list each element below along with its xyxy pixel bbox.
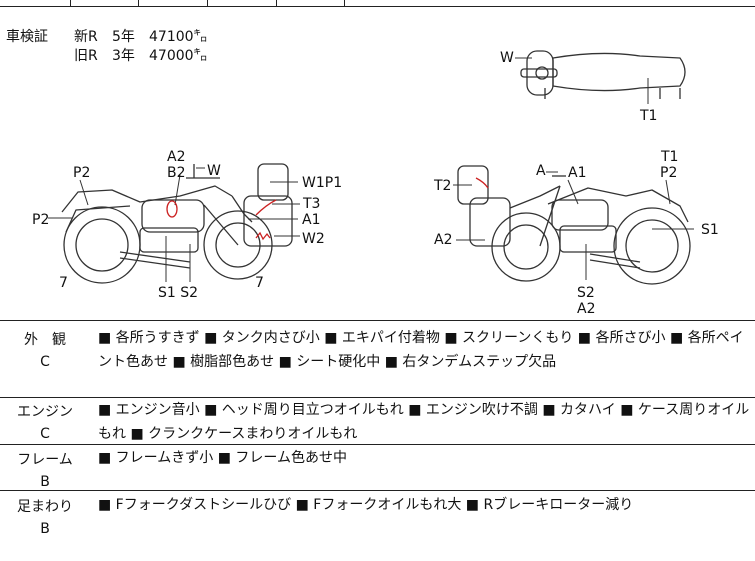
new-r-type: 新R	[74, 29, 98, 45]
label-t1-right: T1	[661, 149, 679, 165]
label-a2-left: A2	[167, 149, 186, 165]
damage-marks	[166, 177, 489, 241]
section-title: 外 観	[24, 332, 66, 348]
label-w-left: W	[207, 163, 221, 179]
section-grade: C	[40, 353, 50, 370]
section-divider	[0, 444, 755, 445]
header-divider	[344, 0, 345, 7]
section-exterior-heading: 外 観 C	[0, 330, 90, 373]
right-view-bike	[457, 165, 691, 285]
label-t3: T3	[303, 196, 321, 212]
label-a1-right: A1	[568, 165, 587, 181]
header-bottom-border	[0, 6, 755, 7]
label-p2-left-side: P2	[32, 212, 50, 228]
label-w-top: W	[500, 50, 514, 66]
section-engine-heading: エンジン C	[0, 402, 90, 445]
label-s1-right: S1	[701, 222, 719, 238]
label-t1-top: T1	[640, 108, 658, 124]
header-divider	[207, 0, 208, 7]
section-grade: B	[40, 473, 50, 490]
label-b2-left: B2	[167, 165, 186, 181]
label-a2-right: A2	[434, 232, 453, 248]
header-divider	[276, 0, 277, 7]
label-7-right: 7	[255, 275, 264, 291]
new-r-years: 5年	[112, 29, 135, 45]
section-divider	[0, 490, 755, 491]
section-title: エンジン	[17, 404, 73, 420]
top-view-bike	[520, 50, 686, 99]
section-title: 足まわり	[17, 499, 73, 515]
label-s1s2-left: S1 S2	[158, 285, 199, 301]
label-p2-left-top: P2	[73, 165, 91, 181]
old-r-years: 3年	[112, 48, 135, 64]
label-w1p1: W1P1	[302, 175, 343, 191]
label-a-right: A	[536, 163, 546, 179]
section-frame-notes: ■ フレームきず小 ■ フレーム色あせ中	[98, 450, 347, 466]
new-r-km: 47100㌔	[149, 29, 208, 45]
label-s2-right: S2	[577, 285, 595, 301]
header-divider	[138, 0, 139, 7]
label-a1-left: A1	[302, 212, 321, 228]
section-divider	[0, 397, 755, 398]
old-r-type: 旧R	[74, 48, 98, 64]
label-w2: W2	[302, 231, 325, 247]
section-grade: B	[40, 520, 50, 537]
left-view-bike	[61, 163, 293, 284]
section-grade: C	[40, 425, 50, 442]
header-divider	[70, 0, 71, 7]
section-frame-heading: フレーム B	[0, 450, 90, 493]
inspection-label: 車検証	[6, 29, 48, 45]
label-p2-right: P2	[660, 165, 678, 181]
section-engine-notes: ■ エンジン音小 ■ ヘッド周り目立つオイルもれ ■ エンジン吹け不調 ■ カタ…	[98, 402, 750, 442]
label-7-left: 7	[59, 275, 68, 291]
motorcycle-diagram	[48, 50, 694, 285]
section-divider	[0, 320, 755, 321]
section-suspension-notes: ■ Fフォークダストシールひび ■ Fフォークオイルもれ大 ■ Rブレーキロータ…	[98, 497, 634, 513]
section-exterior-notes: ■ 各所うすきず ■ タンク内さび小 ■ エキパイ付着物 ■ スクリーンくもり …	[98, 330, 744, 370]
label-a2-right-bottom: A2	[577, 301, 596, 317]
old-r-km: 47000㌔	[149, 48, 208, 64]
section-title: フレーム	[17, 452, 73, 468]
label-t2: T2	[434, 178, 452, 194]
section-suspension-heading: 足まわり B	[0, 497, 90, 540]
